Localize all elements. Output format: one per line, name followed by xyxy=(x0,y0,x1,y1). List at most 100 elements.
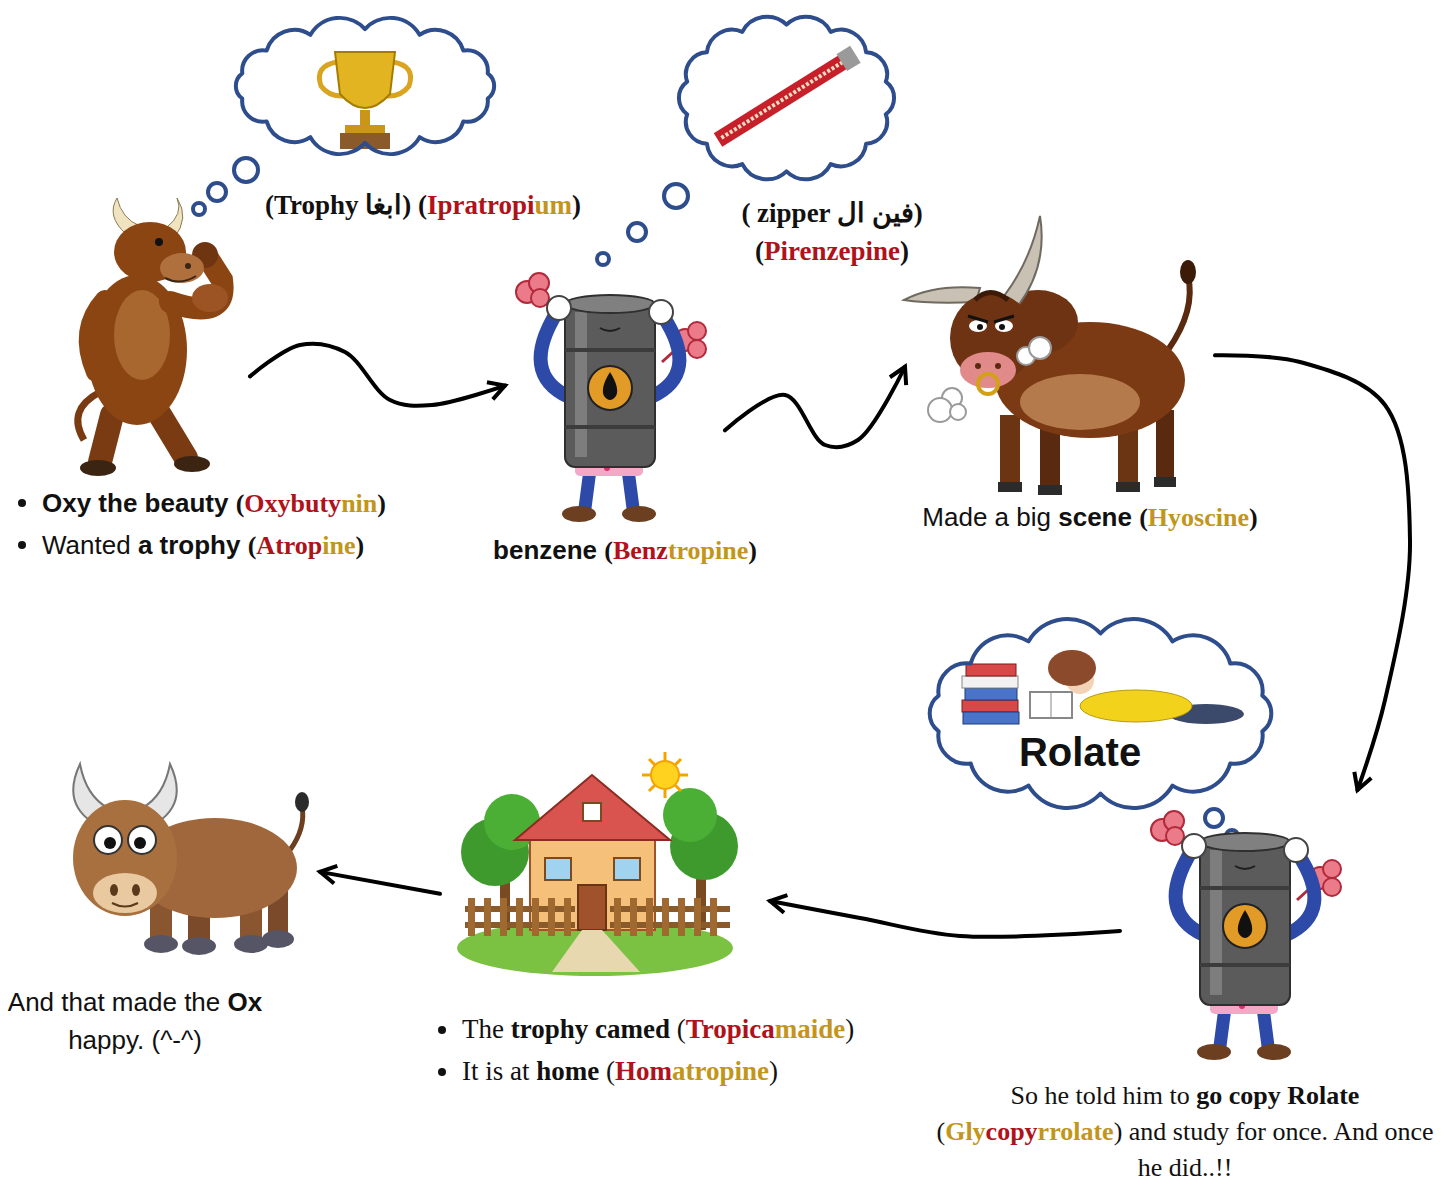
trophy-thought-cloud: (Trophy ابغا) (Ipratropium) xyxy=(222,12,508,160)
fence-picket xyxy=(468,898,717,936)
muscle-bull-part xyxy=(185,263,191,269)
angry-bull-part xyxy=(928,398,952,422)
text-run: benzene xyxy=(493,535,597,565)
text-run: ( xyxy=(248,531,257,560)
angry-bull-part xyxy=(977,324,983,330)
muscle-bull-part xyxy=(165,276,196,282)
bullet-dot xyxy=(438,1068,446,1076)
text-run: ine xyxy=(322,531,355,560)
text-run: ( xyxy=(936,1117,945,1146)
muscle-bull-part xyxy=(89,300,105,372)
connector-arrow xyxy=(725,367,905,447)
angry-bull xyxy=(904,216,1196,495)
zipper-icon-part xyxy=(837,46,861,71)
connector-arrow xyxy=(250,344,505,406)
text-run: The xyxy=(462,1014,511,1044)
muscle-bull-part xyxy=(192,284,228,312)
thought-bubble xyxy=(597,184,688,265)
text-run xyxy=(1132,502,1139,532)
text-run: Benz xyxy=(613,536,668,565)
happy-ox-part xyxy=(128,826,156,854)
text-run: ) xyxy=(900,236,909,266)
angry-bull-part xyxy=(975,363,981,369)
zipper-icon-part xyxy=(721,62,843,138)
zipper-thought-cloud: ( zipper فين ال)(Pirenzepine) xyxy=(668,8,905,188)
house-scene-part xyxy=(552,930,640,972)
text-run xyxy=(240,530,247,560)
text-run: ) xyxy=(845,1014,854,1044)
muscle-bull-part xyxy=(80,460,116,476)
barrel-stage: benzene (Benztropine) xyxy=(505,262,725,525)
text-run: copy xyxy=(986,1117,1038,1146)
angry-bull-part xyxy=(1004,216,1042,306)
fence-picket-part xyxy=(532,898,539,936)
reading-student-part xyxy=(962,676,1018,688)
angry-bull-part xyxy=(950,404,966,420)
text-run: ) xyxy=(748,536,757,565)
house-scene-part xyxy=(583,803,601,821)
angry-bull-part xyxy=(1156,410,1174,480)
rolate-thought-cloud: Rolate xyxy=(913,612,1288,815)
cloud-outline xyxy=(236,18,494,154)
text-run: ) and study for once. And once he did..!… xyxy=(1114,1117,1434,1182)
bullet-dot xyxy=(18,541,26,549)
angry-bull-part xyxy=(1116,482,1140,492)
fence-picket-part xyxy=(630,898,637,936)
muscle-bull xyxy=(78,198,228,476)
text-run: Pirenzepine xyxy=(764,236,900,266)
text-run: scene xyxy=(1058,502,1132,532)
angry-bull-part xyxy=(1000,415,1020,485)
text-run: ( xyxy=(755,236,764,266)
house-scene-part xyxy=(663,788,717,842)
fence-picket-part xyxy=(548,898,555,936)
reading-student-part xyxy=(963,712,1019,724)
thought-bubble-part xyxy=(234,158,258,182)
text-run: And that made the xyxy=(8,987,228,1017)
fence-picket-part xyxy=(678,898,685,936)
text-run: Oxybuty xyxy=(244,489,341,518)
reading-student-part xyxy=(1030,692,1072,718)
text-run: ) xyxy=(356,531,365,560)
text-run: ) xyxy=(572,190,581,220)
thought-bubble-part xyxy=(664,184,688,208)
angry-bull-part xyxy=(998,482,1022,492)
house-scene-part xyxy=(545,858,571,880)
text-run: atropine xyxy=(672,1056,769,1086)
text-run: Rolate xyxy=(1019,730,1141,774)
zipper-icon xyxy=(713,46,861,149)
barrel-character xyxy=(1151,811,1341,1060)
text-run: It is at xyxy=(462,1056,536,1086)
happy-ox-part xyxy=(134,837,146,849)
barrel-stage: So he told him to go copy Rolate (Glycop… xyxy=(1120,790,1370,1072)
text-run: go copy Rolate xyxy=(1196,1081,1359,1110)
text-run: Ox xyxy=(228,987,263,1017)
text-run: ) xyxy=(769,1056,778,1086)
story-caption: benzene (Benztropine) xyxy=(493,533,757,568)
connector-arrow xyxy=(770,901,1120,937)
bullet-dot xyxy=(438,1026,446,1034)
story-caption: The trophy camed (Tropicamaide) xyxy=(462,1012,854,1047)
thought-bubble-part xyxy=(193,203,205,215)
angry-bull-part xyxy=(1180,260,1196,284)
story-caption: (Trophy ابغا) (Ipratropium) xyxy=(265,188,581,223)
text-run: maide xyxy=(775,1014,846,1044)
house-scene-part xyxy=(515,775,670,840)
fence-picket-part xyxy=(484,898,491,936)
trophy-icon xyxy=(319,52,410,149)
happy-ox-part xyxy=(132,884,140,896)
angry-bull-stage: Made a big scene (Hyoscine) xyxy=(905,210,1215,495)
fence-picket-part xyxy=(662,898,669,936)
story-caption: Wanted a trophy (Atropine) xyxy=(42,528,364,563)
text-run: ) xyxy=(377,489,386,518)
cloud-outline xyxy=(930,619,1272,808)
cloud-shape xyxy=(913,612,1288,815)
story-caption: ( zipper فين ال) xyxy=(741,196,922,231)
angry-bull-part xyxy=(904,287,980,302)
trophy-icon-part xyxy=(360,110,370,126)
angry-bull-part xyxy=(1020,374,1140,430)
thought-bubble-part xyxy=(597,253,609,265)
story-caption: It is at home (Homatropine) xyxy=(462,1054,778,1089)
angry-bull-part xyxy=(968,316,1014,322)
cloud-label: Rolate xyxy=(1019,730,1141,774)
